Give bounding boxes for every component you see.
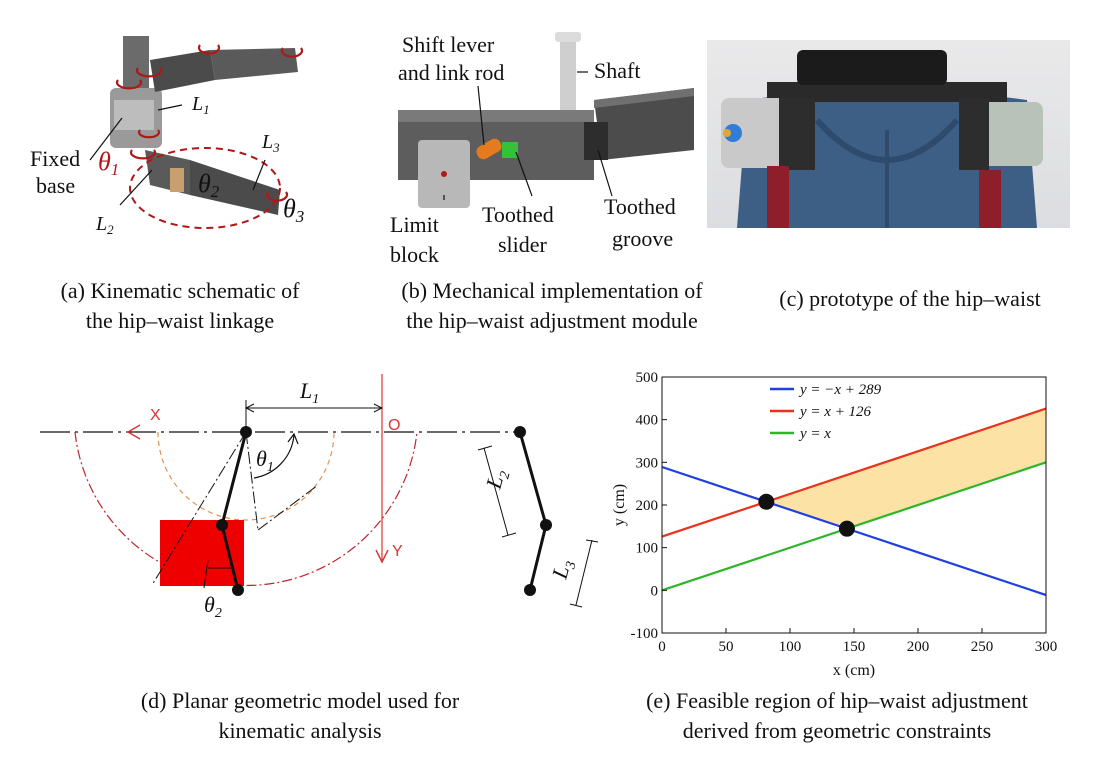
workspace-ellipse <box>129 147 281 229</box>
label-base: base <box>36 173 75 198</box>
series-line-1 <box>662 407 1046 538</box>
toothed-groove <box>584 122 608 160</box>
panel-a-illustration: Fixed base L1 L3 L2 θ1 θ2 θ3 <box>30 36 304 237</box>
panel-b-mechanical: Shift lever and link rod Shaft Limit blo… <box>362 0 742 275</box>
label-theta2: θ2 <box>198 169 220 201</box>
x-tick-label: 250 <box>971 639 994 655</box>
caption-a-line1: (a) Kinematic schematic of <box>60 278 300 303</box>
caption-a: (a) Kinematic schematic of the hip–waist… <box>0 276 360 336</box>
link-1 <box>220 431 248 526</box>
label-shaft: Shaft <box>594 58 640 83</box>
legend-label: y = −x + 289 <box>798 382 882 398</box>
x-tick-label: 150 <box>843 639 866 655</box>
label-toothed-slider-1: Toothed <box>482 202 554 227</box>
caption-d: (d) Planar geometric model used for kine… <box>0 686 600 746</box>
label-theta2: θ2 <box>204 592 222 621</box>
fixed-base-shaft <box>123 36 149 96</box>
label-toothed-groove-2: groove <box>612 226 673 251</box>
right-link-l2 <box>518 431 548 526</box>
caption-c-line1: (c) prototype of the hip–waist <box>779 286 1041 311</box>
caption-c: (c) prototype of the hip–waist <box>740 284 1080 314</box>
legend-label: y = x + 126 <box>798 404 872 420</box>
link-2 <box>220 524 240 591</box>
y-tick-label: 400 <box>636 413 659 429</box>
label-l1: L1 <box>191 93 210 117</box>
y-tick-label: -100 <box>631 626 659 642</box>
joint-2 <box>216 519 228 531</box>
y-tick-label: 100 <box>636 541 659 557</box>
x-tick-label: 100 <box>779 639 802 655</box>
x-tick-label: 50 <box>719 639 734 655</box>
label-toothed-groove-1: Toothed <box>604 194 676 219</box>
y-axis-label: y (cm) <box>611 484 628 526</box>
label-theta1: θ1 <box>98 147 119 179</box>
label-theta3: θ3 <box>283 194 304 226</box>
intersection-point <box>758 493 775 510</box>
y-tick-label: 300 <box>636 455 659 471</box>
caption-e-line1: (e) Feasible region of hip–waist adjustm… <box>646 688 1028 713</box>
label-link-rod: and link rod <box>398 60 504 85</box>
label-l2: L2 <box>95 213 114 237</box>
label-l1: L1 <box>299 378 319 407</box>
label-shift-lever: Shift lever <box>402 32 495 57</box>
label-theta1: θ1 <box>256 446 274 475</box>
label-toothed-slider-2: slider <box>498 232 548 257</box>
panel-d-illustration: X Y O L1 θ1 θ2 L2 L3 <box>40 374 599 621</box>
joint-3 <box>232 584 244 596</box>
label-block: block <box>390 242 439 267</box>
y-tick-label: 500 <box>636 370 659 386</box>
joint-1 <box>240 426 252 438</box>
panel-a-kinematic-schematic: Fixed base L1 L3 L2 θ1 θ2 θ3 <box>0 0 360 270</box>
link-l1-upper <box>150 50 215 92</box>
caption-b-line2: the hip–waist adjustment module <box>406 308 698 333</box>
right-link-l3 <box>528 524 548 591</box>
caption-d-line1: (d) Planar geometric model used for <box>140 688 460 713</box>
x-tick-label: 300 <box>1035 639 1058 655</box>
red-obstacle-block <box>160 520 244 586</box>
label-origin: O <box>388 417 400 434</box>
x-tick-label: 200 <box>907 639 930 655</box>
x-tick-label: 0 <box>658 639 666 655</box>
y-tick-label: 200 <box>636 498 659 514</box>
caption-e: (e) Feasible region of hip–waist adjustm… <box>580 686 1094 746</box>
legend-label: y = x <box>798 426 831 442</box>
label-l2: L2 <box>480 466 513 493</box>
feasible-region <box>766 408 1046 529</box>
right-housing <box>594 88 694 160</box>
label-l3: L3 <box>261 131 280 155</box>
leader-lines-b <box>443 71 613 200</box>
label-limit: Limit <box>390 212 439 237</box>
y-tick-label: 0 <box>651 583 659 599</box>
leader-lines <box>89 104 266 206</box>
intersection-point <box>838 520 855 537</box>
shaft <box>560 40 576 120</box>
label-l3: L3 <box>546 556 579 583</box>
shift-lever <box>476 138 502 160</box>
caption-a-line2: the hip–waist linkage <box>85 308 275 333</box>
caption-b: (b) Mechanical implementation of the hip… <box>362 276 742 336</box>
panel-b-illustration: Shift lever and link rod Shaft Limit blo… <box>390 32 694 267</box>
panel-d-planar-model: X Y O L1 θ1 θ2 L2 L3 <box>0 360 610 680</box>
caption-e-line2: derived from geometric constraints <box>682 718 992 743</box>
panel-c-prototype-photo <box>707 40 1070 228</box>
link-l3 <box>190 160 280 215</box>
label-y-axis: Y <box>392 543 403 560</box>
caption-d-line2: kinematic analysis <box>218 718 382 743</box>
toothed-slider <box>502 142 518 158</box>
prototype-photo <box>721 50 1043 228</box>
label-fixed: Fixed <box>30 146 80 171</box>
label-x-axis: X <box>150 407 161 424</box>
x-axis-label: x (cm) <box>833 662 875 679</box>
caption-b-line1: (b) Mechanical implementation of <box>401 278 703 303</box>
